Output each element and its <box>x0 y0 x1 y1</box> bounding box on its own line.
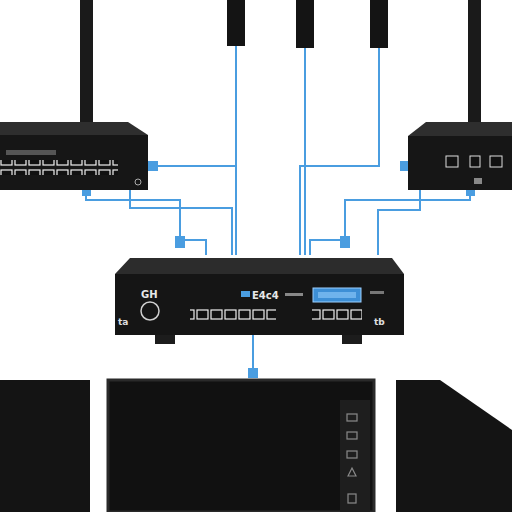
central-switch <box>115 258 404 344</box>
device-label: E4c4 <box>252 291 279 301</box>
network-wires <box>86 46 470 375</box>
cable-plug <box>370 0 388 48</box>
device-label: GH <box>141 290 158 300</box>
cable-plug <box>296 0 314 48</box>
right-switch <box>408 122 512 190</box>
antenna <box>468 0 481 124</box>
left-switch <box>0 122 148 190</box>
panel-label: ta <box>118 318 128 327</box>
monitors <box>0 380 512 512</box>
cable-plug <box>227 0 245 46</box>
panel-label: tb <box>374 318 385 327</box>
switch-node: GH E4c4 <box>115 258 404 335</box>
antenna <box>80 0 93 122</box>
wire-connectors <box>82 161 475 378</box>
